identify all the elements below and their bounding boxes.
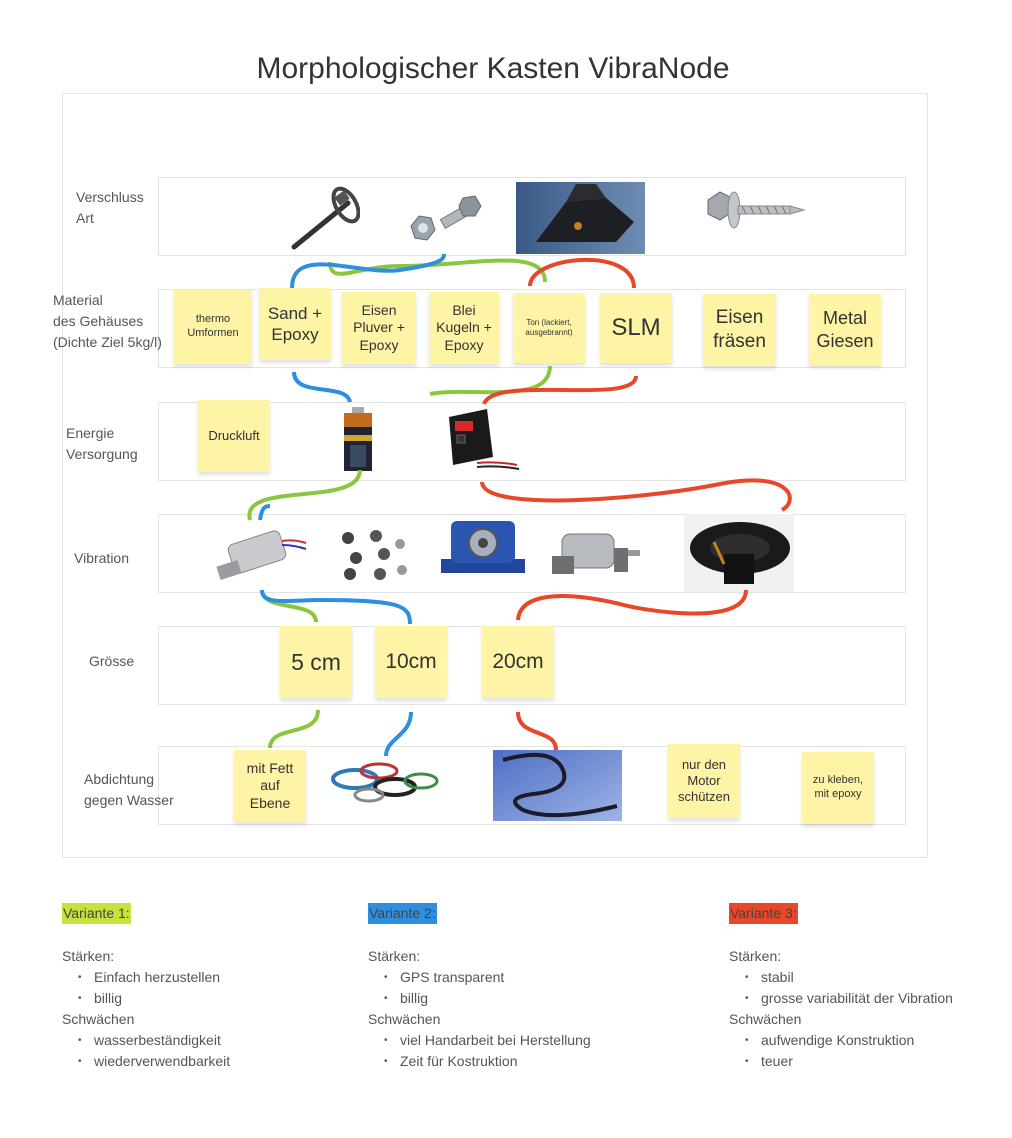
variant-1-weaknesses-label: Schwächen [62, 1011, 135, 1027]
list-item: GPS transparent [384, 967, 668, 988]
note-mit-fett: mit Fett auf Ebene [234, 750, 306, 822]
screw-icon [698, 180, 808, 240]
variant1-line-material [328, 258, 547, 283]
note-kleben-epoxy: zu kleben, mit epoxy [802, 752, 874, 824]
list-item: wasserbeständigkeit [78, 1030, 362, 1051]
bracket-icon [516, 182, 645, 254]
speaker-icon [684, 514, 794, 592]
note-sand-epoxy: Sand + Epoxy [259, 288, 331, 360]
dc-motor-icon [548, 526, 644, 580]
list-item: Zeit für Kostruktion [384, 1051, 668, 1072]
list-item: grosse variabilität der Vibration [745, 988, 999, 1009]
note-size-20cm: 20cm [482, 626, 554, 698]
variant-3-title: Variante 3: [729, 903, 798, 924]
variant-3-strengths-label: Stärken: [729, 948, 782, 964]
variant2-line-groesse [260, 589, 412, 625]
seal-cord-icon [493, 750, 622, 821]
list-item: wiederverwendbarkeit [78, 1051, 362, 1072]
bolt-nut-icon [405, 190, 485, 250]
list-item: aufwendige Konstruktion [745, 1030, 999, 1051]
variant-3-weaknesses-label: Schwächen [729, 1011, 802, 1027]
note-motor-schuetzen: nur den Motor schützen [668, 744, 740, 818]
power-supply-icon [447, 407, 523, 473]
note-eisen-pulver-epoxy: Eisen Pluver + Epoxy [342, 292, 416, 364]
list-item: viel Handarbeit bei Herstellung [384, 1030, 668, 1051]
variant2-line-material [290, 253, 446, 289]
variant1-line-vibration [247, 469, 362, 521]
note-blei-kugeln-epoxy: Blei Kugeln + Epoxy [429, 292, 499, 364]
variant3-line-vibration [480, 478, 792, 512]
variant-2-title: Variante 2: [368, 903, 437, 924]
pneumatic-vibrator-icon [437, 515, 529, 579]
variant1-line-abdichtung [268, 709, 320, 749]
note-ton: Ton (lackiert, ausgebrannt) [513, 293, 585, 363]
label-vibration: Vibration [74, 550, 130, 566]
note-eisen-fraesen: Eisen fräsen [703, 294, 776, 366]
variant3-line-abdichtung [516, 711, 558, 751]
note-druckluft: Druckluft [198, 400, 270, 472]
list-item: Einfach herzustellen [78, 967, 362, 988]
list-item: stabil [745, 967, 999, 988]
variant-1-title: Variante 1: [62, 903, 131, 924]
variant-3: Variante 3: Stärken: stabil grosse varia… [729, 903, 999, 1072]
variant1-line-groesse [260, 589, 318, 623]
variant3-line-energie [482, 375, 638, 406]
variant3-line-groesse [516, 589, 748, 621]
variant-2: Variante 2: Stärken: GPS transparent bil… [368, 903, 668, 1072]
variant-2-weaknesses-label: Schwächen [368, 1011, 441, 1027]
label-energie: Energie Versorgung [66, 425, 138, 462]
variant2-line-vibration [258, 504, 271, 521]
motor-icon [210, 523, 310, 585]
label-abdichtung: Abdichtung gegen Wasser [84, 771, 174, 808]
o-rings-icon [325, 757, 445, 807]
variant-1: Variante 1: Stärken: Einfach herzustelle… [62, 903, 362, 1072]
note-metal-giesen: Metal Giesen [809, 294, 881, 365]
label-verschluss: Verschluss Art [76, 189, 144, 226]
note-thermo-umformen: thermo Umformen [174, 290, 252, 364]
note-size-10cm: 10cm [375, 626, 447, 698]
coin-motor-icon [336, 526, 410, 582]
note-slm: SLM [600, 293, 672, 363]
page-title: Morphologischer Kasten VibraNode [256, 52, 730, 85]
note-size-5cm: 5 cm [280, 626, 352, 698]
variant-1-strengths-label: Stärken: [62, 948, 115, 964]
cable-tie-icon [288, 183, 361, 255]
label-material: Material des Gehäuses (Dichte Ziel 5kg/l… [53, 292, 162, 350]
list-item: billig [78, 988, 362, 1009]
variant3-line-material [528, 258, 636, 289]
battery-icon [338, 405, 378, 473]
label-groesse: Grösse [89, 653, 135, 669]
variant2-line-abdichtung [384, 711, 413, 757]
variant2-line-energie [292, 371, 352, 403]
row-energie [158, 402, 906, 481]
variant-2-strengths-label: Stärken: [368, 948, 421, 964]
list-item: billig [384, 988, 668, 1009]
list-item: teuer [745, 1051, 999, 1072]
